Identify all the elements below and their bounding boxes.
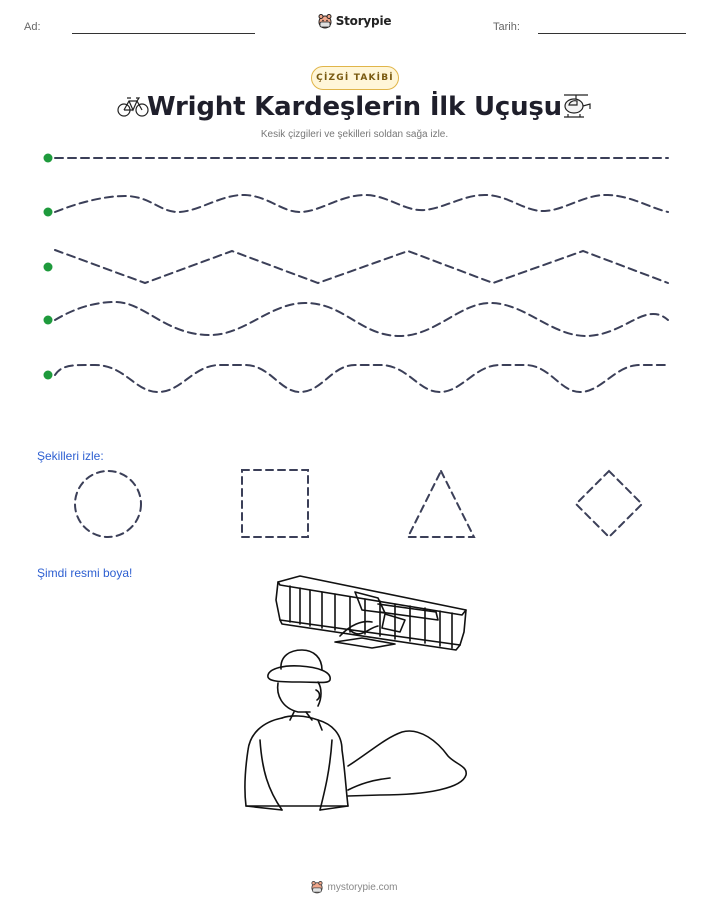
shape-circle [74, 470, 142, 538]
name-label: Ad: [24, 21, 41, 33]
footer: mystorypie.com [0, 880, 709, 894]
shape-square [241, 469, 309, 538]
storypie-logo-icon [318, 14, 332, 29]
trace-lines [43, 153, 669, 394]
footer-url[interactable]: mystorypie.com [327, 881, 398, 893]
trace-line-wave-3 [54, 363, 669, 394]
helicopter-icon [564, 94, 591, 118]
shape-triangle [406, 468, 476, 538]
brand: Storypie [0, 13, 709, 29]
instructions: Kesik çizgileri ve şekilleri soldan sağa… [260, 129, 449, 140]
date-line[interactable] [538, 33, 686, 34]
date-label: Tarih: [493, 21, 520, 33]
category-badge: ÇİZGİ TAKİBİ [311, 66, 399, 90]
page-title: Wright Kardeşlerin İlk Uçuşu [147, 92, 562, 122]
start-dot-5 [43, 370, 53, 380]
start-dot-1 [43, 153, 53, 163]
name-line[interactable] [72, 33, 255, 34]
start-dot-4 [43, 315, 53, 325]
storypie-logo-icon [311, 881, 324, 894]
shapes-label: Şekilleri izle: [37, 449, 104, 463]
start-dot-2 [43, 207, 53, 217]
wright-flyer-coloring-image [244, 575, 467, 811]
trace-line-zigzag [54, 249, 669, 285]
shape-diamond [574, 469, 644, 539]
trace-line-wave-2 [54, 300, 669, 338]
bicycle-icon [117, 97, 149, 117]
coloring-label: Şimdi resmi boya! [37, 566, 133, 580]
trace-shapes [74, 468, 644, 539]
brand-name: Storypie [335, 14, 392, 28]
start-dot-3 [43, 262, 53, 272]
trace-line-wave-1 [54, 193, 669, 214]
